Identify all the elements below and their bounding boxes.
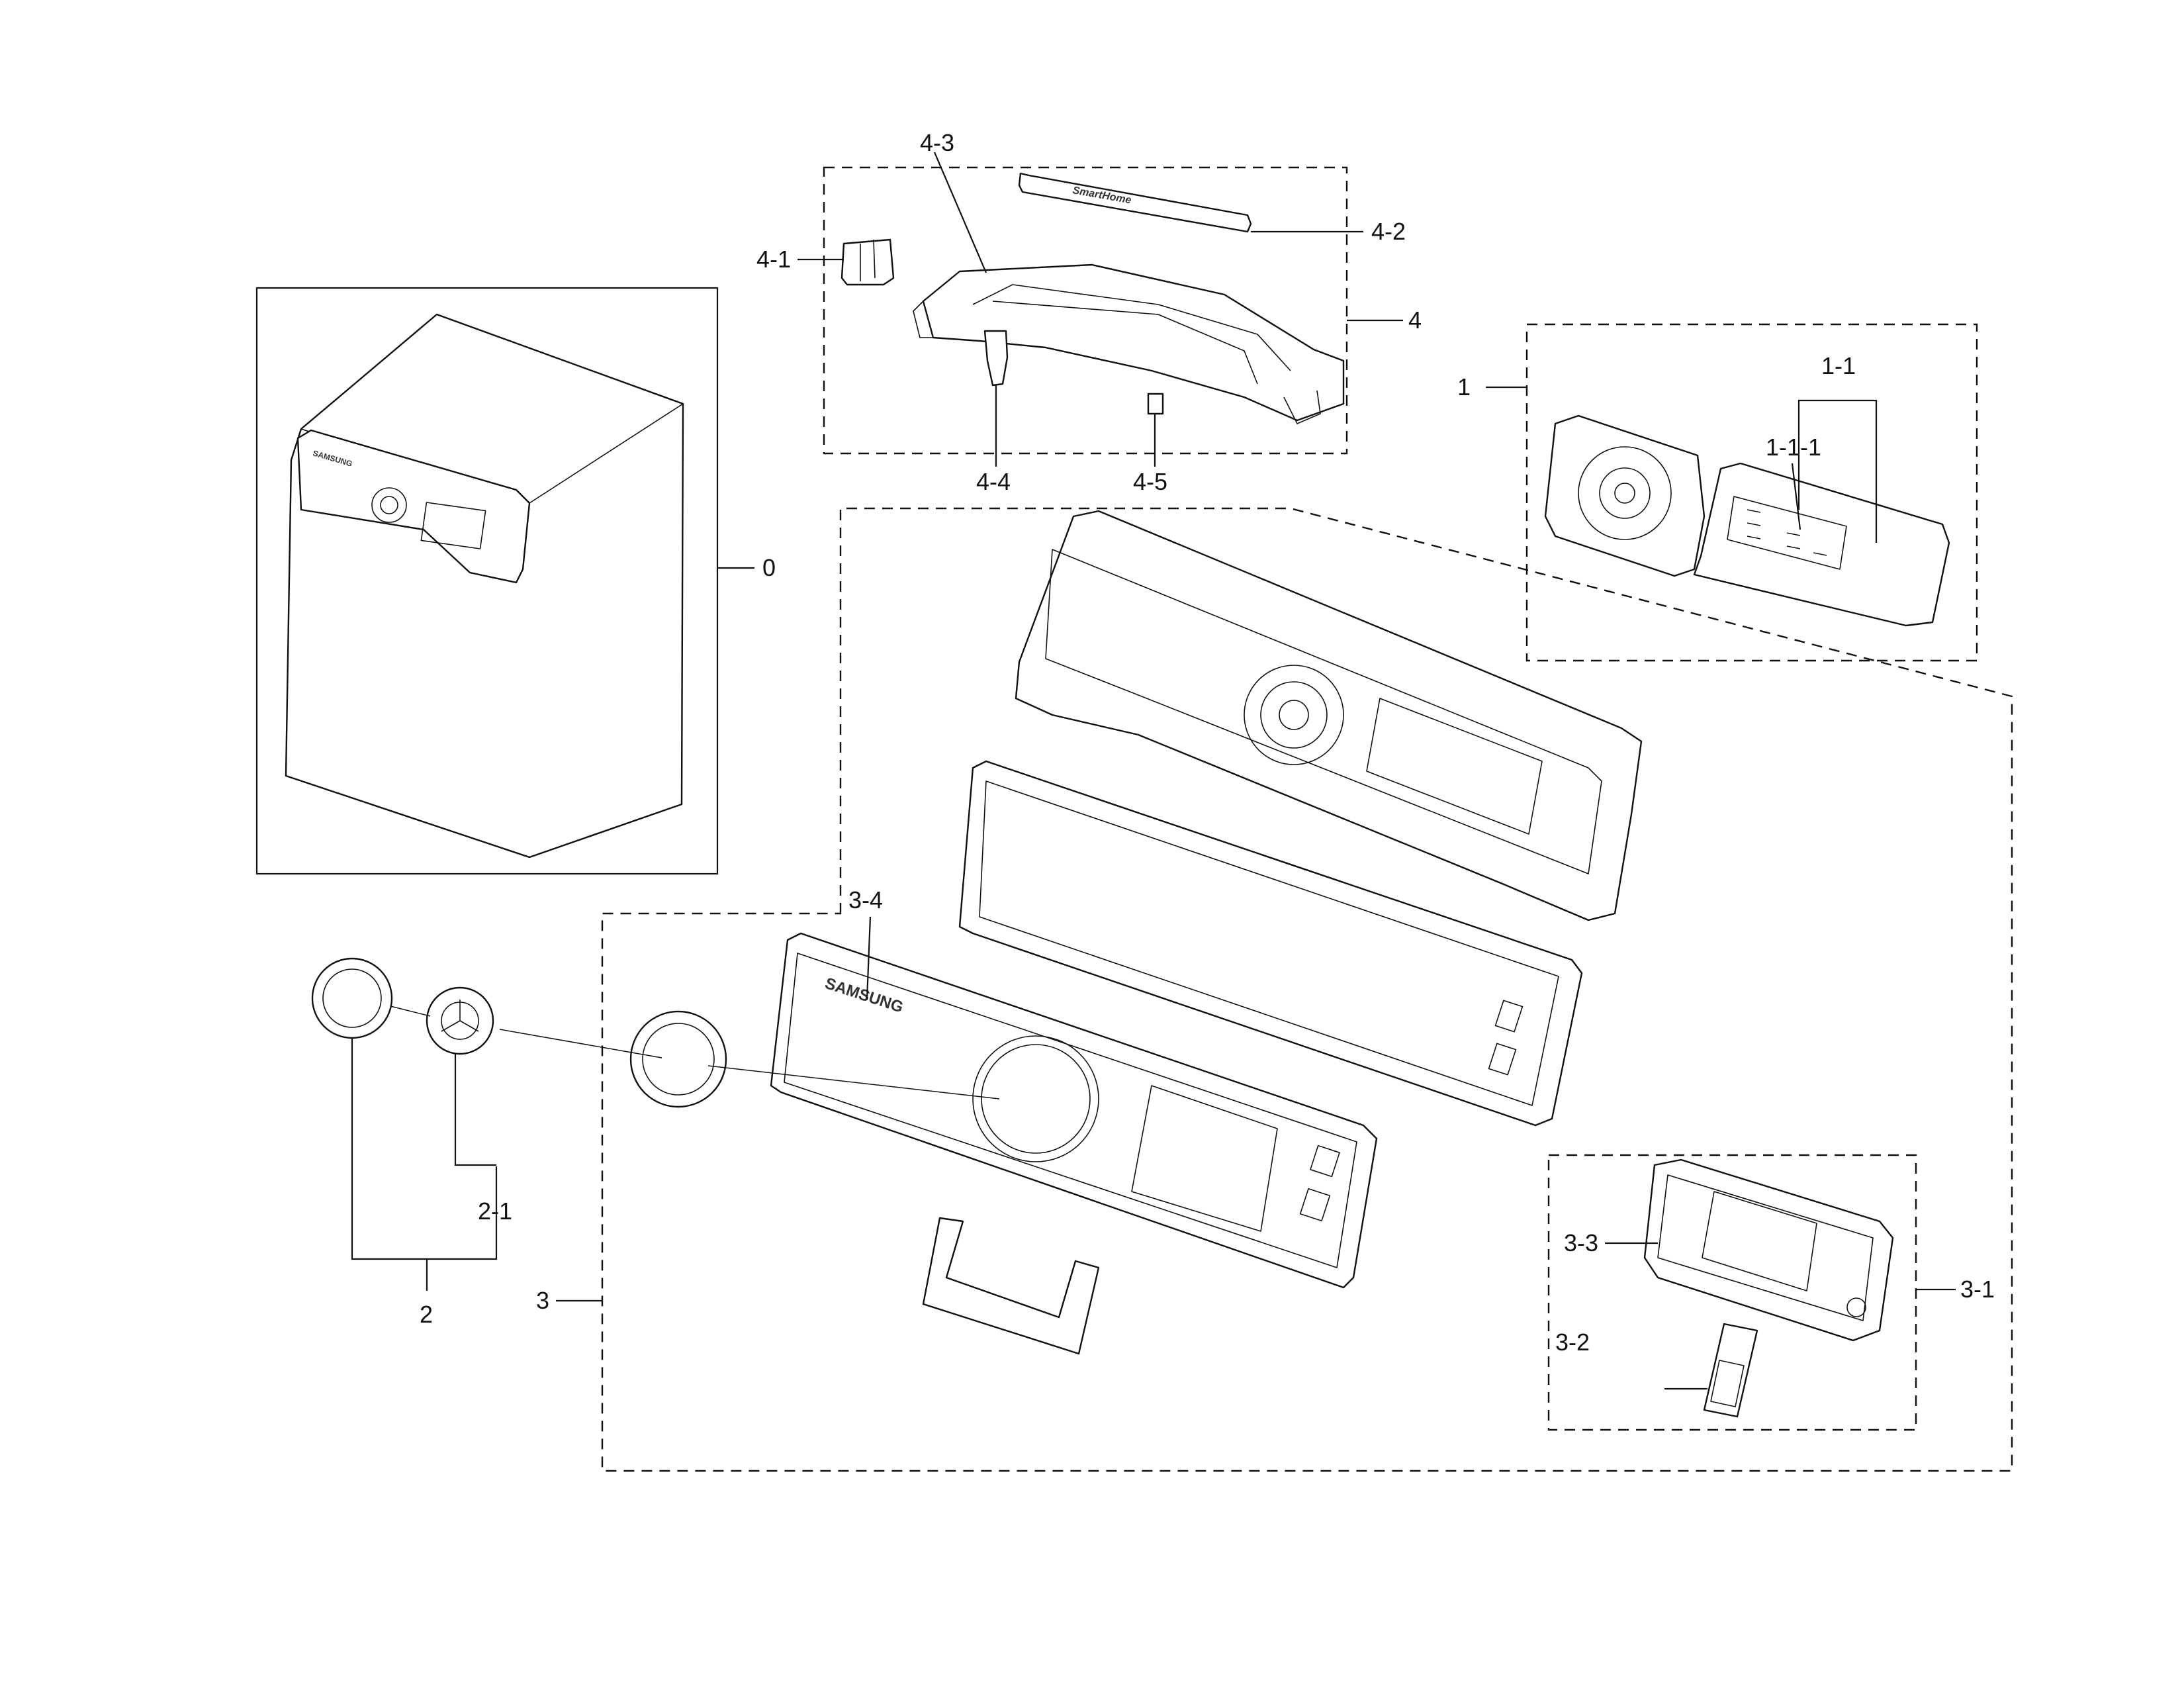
panel-front-3-4 bbox=[770, 932, 1378, 1289]
part-4-5 bbox=[1147, 393, 1164, 415]
washer-dial-inner bbox=[380, 496, 398, 514]
display-connector-inner bbox=[1710, 1360, 1745, 1407]
callout-4-5: 4-5 bbox=[1133, 468, 1167, 495]
washer-frame bbox=[255, 287, 719, 875]
pcb-knob-ring bbox=[1578, 446, 1672, 540]
panel-knob-mid bbox=[1260, 681, 1328, 749]
part-4-1-detail bbox=[860, 239, 876, 281]
pcb-knob-center bbox=[1614, 483, 1635, 504]
display-connector-3-2 bbox=[1703, 1323, 1758, 1418]
knob-ring-3 bbox=[629, 1010, 727, 1108]
panel-knob-inner bbox=[1279, 700, 1309, 730]
display-pcb-frame bbox=[1657, 1174, 1874, 1321]
group-3-box bbox=[601, 507, 2013, 1472]
pcb-board-rows bbox=[1747, 509, 1827, 556]
panel-frame-inner bbox=[1045, 549, 1602, 874]
pcb-knob-ring-inner bbox=[1599, 467, 1651, 519]
panel-trim-ring bbox=[958, 760, 1583, 1127]
callout-4-3: 4-3 bbox=[920, 129, 954, 156]
callout-4-4: 4-4 bbox=[976, 468, 1011, 495]
pcb-board-1-1 bbox=[1693, 462, 1950, 627]
panel-display-window bbox=[1366, 698, 1543, 835]
callout-3-3: 3-3 bbox=[1564, 1229, 1598, 1256]
part-4-1 bbox=[841, 238, 895, 286]
callout-0: 0 bbox=[762, 554, 776, 581]
knob-axis-1 bbox=[390, 1006, 431, 1017]
panel-knob-outer bbox=[1244, 665, 1344, 765]
display-pcb-screen bbox=[1702, 1191, 1817, 1291]
knob-base-spokes bbox=[441, 1000, 479, 1032]
panel-trim-slot-2 bbox=[1488, 1043, 1517, 1076]
callout-3: 3 bbox=[536, 1287, 549, 1314]
group-3-1-box bbox=[1547, 1154, 1917, 1431]
knob-ring-3-inner bbox=[642, 1023, 715, 1096]
panel-front-btn-2 bbox=[1299, 1188, 1331, 1222]
pcb-board-1-1-1 bbox=[1727, 496, 1847, 570]
bracket-clip-left bbox=[913, 301, 933, 338]
bracket-clip-right bbox=[1283, 390, 1321, 424]
leader-1-1-1 bbox=[1791, 463, 1801, 530]
callout-2: 2 bbox=[420, 1301, 433, 1328]
panel-frame-main bbox=[1015, 510, 1643, 921]
bracket-inner-channel-2 bbox=[992, 301, 1258, 385]
display-pcb-3-1 bbox=[1643, 1158, 1894, 1418]
knob-axis-3 bbox=[707, 1065, 1000, 1100]
knob-assembly-2 bbox=[311, 957, 727, 1108]
leader-3-4 bbox=[866, 916, 872, 1000]
panel-trim-ring-inner bbox=[979, 780, 1559, 1106]
callout-3-4: 3-4 bbox=[848, 886, 883, 914]
callout-4-2: 4-2 bbox=[1371, 218, 1406, 245]
smarthome-bracket-group: SmartHome bbox=[841, 172, 1345, 424]
pcb-knob-housing bbox=[1544, 414, 1706, 577]
washer-dial bbox=[371, 487, 407, 523]
display-pcb-button bbox=[1846, 1297, 1866, 1317]
bracket-inner-channel bbox=[972, 284, 1291, 371]
panel-front-display bbox=[1131, 1085, 1278, 1232]
leader-2-1 bbox=[454, 1054, 496, 1166]
group-4-box bbox=[823, 166, 1348, 455]
panel-front-dial-ring bbox=[972, 1035, 1099, 1162]
smarthome-badge-4-2 bbox=[1018, 172, 1252, 233]
washer-control-panel bbox=[296, 429, 531, 584]
knob-ring-2-inner bbox=[322, 968, 382, 1028]
callout-4: 4 bbox=[1408, 306, 1422, 334]
leader-4-3 bbox=[933, 152, 987, 273]
knob-axis-2 bbox=[499, 1029, 662, 1058]
part-4-4 bbox=[983, 330, 1009, 387]
panel-button-decal bbox=[922, 1217, 1100, 1355]
display-pcb-body bbox=[1643, 1158, 1894, 1342]
knob-ring-2 bbox=[311, 957, 393, 1039]
pcb-assembly-1 bbox=[1544, 414, 1950, 627]
washer-display bbox=[420, 502, 486, 549]
callout-3-2: 3-2 bbox=[1555, 1329, 1590, 1356]
callout-2-1: 2-1 bbox=[478, 1197, 512, 1225]
leader-2 bbox=[351, 1038, 498, 1260]
group-1-box bbox=[1525, 323, 1978, 662]
panel-front-btn-1 bbox=[1310, 1145, 1340, 1178]
control-panel-frame: SAMSUNG bbox=[770, 510, 1643, 1355]
callout-3-1: 3-1 bbox=[1960, 1276, 1995, 1303]
washer-assembly: SAMSUNG bbox=[255, 287, 719, 875]
callout-1-1: 1-1 bbox=[1821, 352, 1856, 379]
callout-1-1-1: 1-1-1 bbox=[1766, 434, 1821, 461]
callout-4-1: 4-1 bbox=[756, 246, 791, 273]
panel-front-inner bbox=[784, 953, 1357, 1268]
washer-body bbox=[285, 313, 684, 859]
callout-1: 1 bbox=[1457, 373, 1471, 400]
panel-trim-slot-1 bbox=[1494, 1000, 1524, 1033]
panel-front-dial-ring-inner bbox=[981, 1044, 1091, 1154]
leader-1-1 bbox=[1797, 399, 1878, 543]
